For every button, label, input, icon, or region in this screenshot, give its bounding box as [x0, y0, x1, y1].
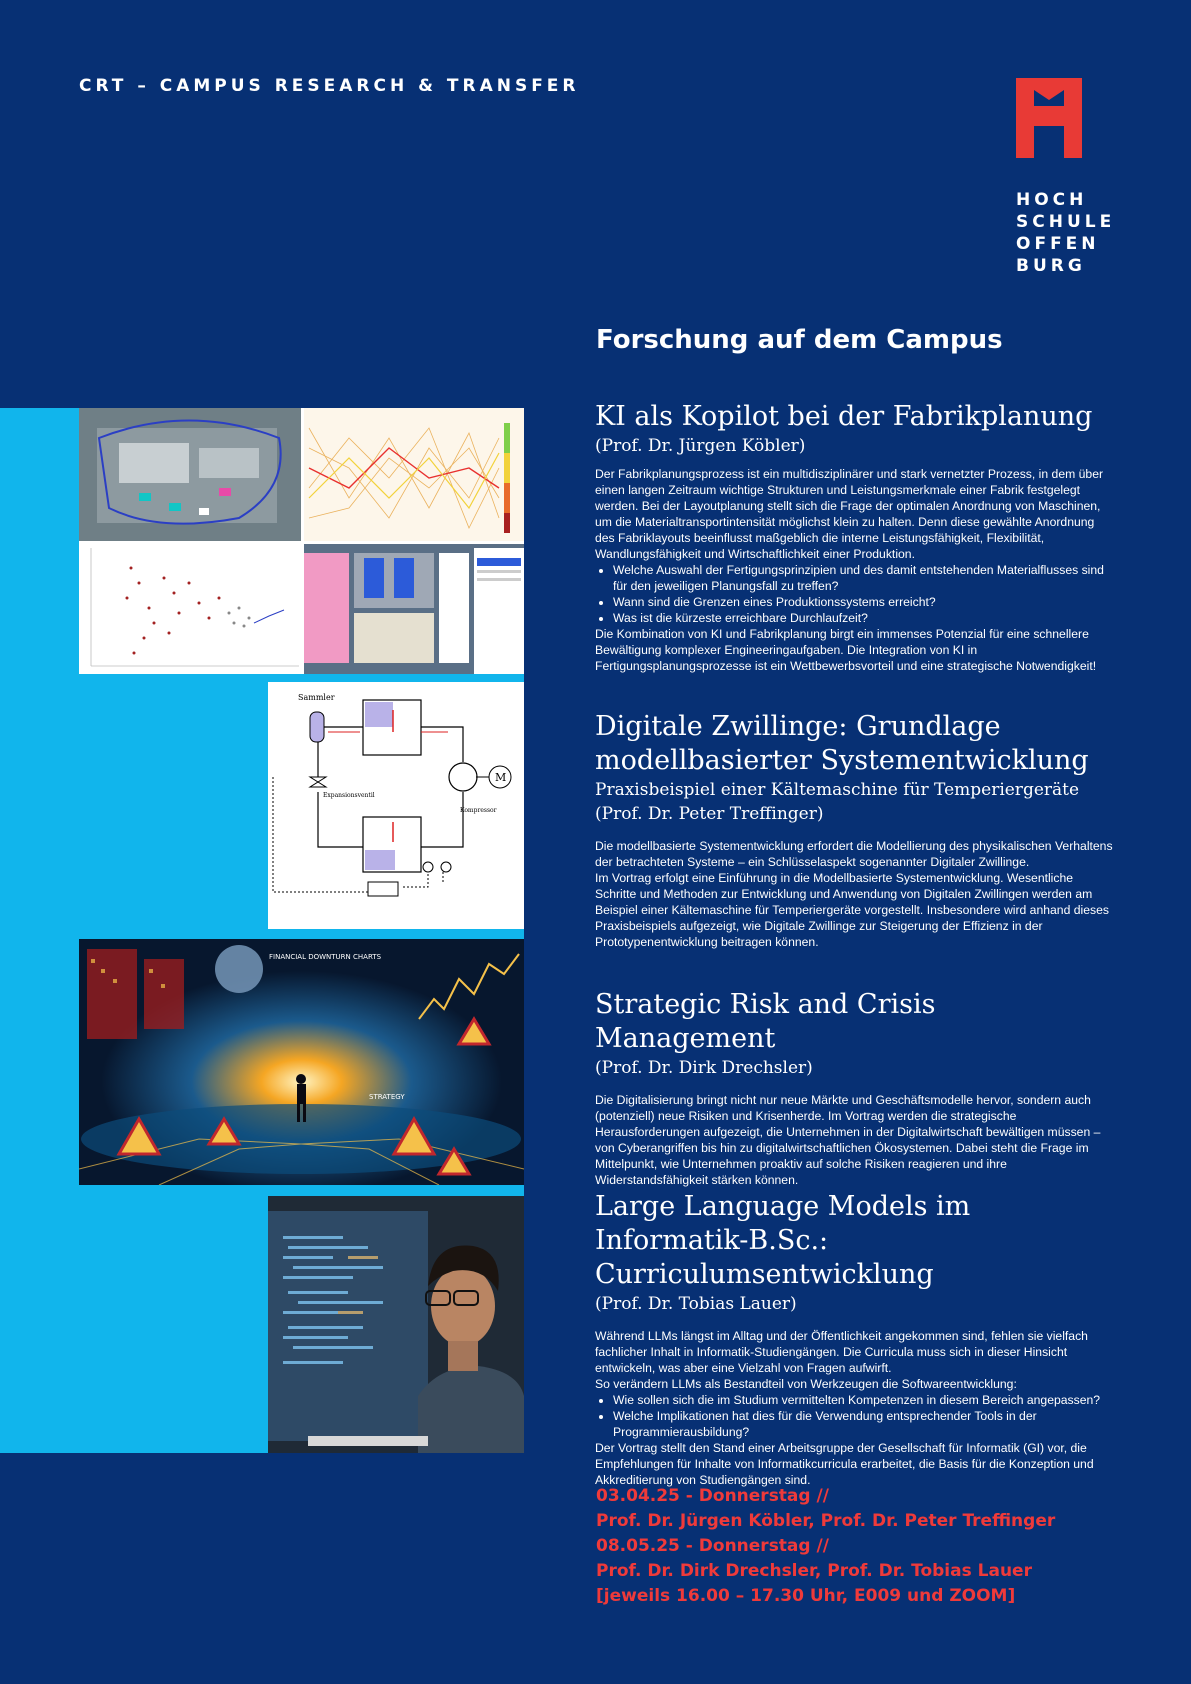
talk-outro: Im Vortrag erfolgt eine Einführung in di…	[595, 871, 1109, 949]
talk-title: Digitale Zwillinge: Grundlage modellbasi…	[595, 711, 1089, 776]
talk-title: Large Language Models im Informatik-B.Sc…	[595, 1191, 971, 1290]
talk-subtitle: Praxisbeispiel einer Kältemaschine für T…	[595, 780, 1080, 800]
date-line-1: 03.04.25 - Donnerstag //	[596, 1486, 829, 1506]
logo-line-2: SCHULE	[1016, 212, 1116, 232]
talk-bullet: Wie sollen sich die im Studium vermittel…	[613, 1392, 1115, 1408]
risk-label-financial: FINANCIAL DOWNTURN CHARTS	[269, 953, 382, 961]
section-heading: Forschung auf dem Campus	[596, 325, 1003, 355]
risk-management-illustration: FINANCIAL DOWNTURN CHARTS STRATEGY	[79, 939, 524, 1185]
talk-title: KI als Kopilot bei der Fabrikplanung	[595, 401, 1093, 432]
talk-bullet: Welche Implikationen hat dies für die Ve…	[613, 1408, 1115, 1440]
talk-outro: Die Kombination von KI und Fabrikplanung…	[595, 627, 1097, 673]
logo-line-1: HOCH	[1016, 190, 1088, 210]
risk-label-strategy: STRATEGY	[369, 1093, 405, 1101]
diagram-label-m: M	[495, 771, 506, 784]
logo-line-3: OFFEN	[1016, 234, 1100, 254]
talk-llm-curriculum: Large Language Models im Informatik-B.Sc…	[595, 1190, 1115, 1488]
header-title: CRT – CAMPUS RESEARCH & TRANSFER	[79, 76, 580, 96]
talk-intro: Die Digitalisierung bringt nicht nur neu…	[595, 1093, 1101, 1187]
talk-intro: Die modellbasierte Systementwicklung erf…	[595, 839, 1113, 869]
talk-bullet: Was ist die kürzeste erreichbare Durchla…	[613, 610, 1115, 626]
talk-bullet: Welche Auswahl der Fertigungsprinzipien …	[613, 562, 1115, 594]
university-logo[interactable]: HOCH SCHULE OFFEN BURG	[1016, 78, 1136, 277]
talk-digitale-zwillinge: Digitale Zwillinge: Grundlage modellbasi…	[595, 710, 1115, 950]
developer-photo	[268, 1196, 524, 1453]
logo-mark-icon	[1016, 78, 1082, 158]
speakers-line-2: Prof. Dr. Dirk Drechsler, Prof. Dr. Tobi…	[596, 1561, 1032, 1581]
talk-ki-fabrikplanung: KI als Kopilot bei der Fabrikplanung (Pr…	[595, 400, 1115, 674]
time-location: [jeweils 16.00 – 17.30 Uhr, E009 und ZOO…	[596, 1586, 1016, 1606]
talk-risk-management: Strategic Risk and Crisis Management (Pr…	[595, 988, 1115, 1188]
talk-speaker: (Prof. Dr. Peter Treffinger)	[595, 804, 824, 824]
date-line-2: 08.05.25 - Donnerstag //	[596, 1536, 829, 1556]
event-dates: 03.04.25 - Donnerstag // Prof. Dr. Jürge…	[596, 1484, 1055, 1609]
speakers-line-1: Prof. Dr. Jürgen Köbler, Prof. Dr. Peter…	[596, 1511, 1056, 1531]
talk-speaker: (Prof. Dr. Jürgen Köbler)	[595, 436, 806, 456]
talk-intro: Während LLMs längst im Alltag und der Öf…	[595, 1329, 1088, 1375]
talk-speaker: (Prof. Dr. Tobias Lauer)	[595, 1294, 797, 1314]
logo-line-4: BURG	[1016, 256, 1086, 276]
talk-speaker: (Prof. Dr. Dirk Drechsler)	[595, 1058, 813, 1078]
talk-title: Strategic Risk and Crisis Management	[595, 989, 936, 1054]
factory-planning-collage	[79, 408, 524, 674]
diagram-label-expansion: Expansionsventil	[323, 792, 375, 799]
diagram-label-compressor: Kompressor	[460, 807, 497, 814]
talk-bullet: Wann sind die Grenzen eines Produktionss…	[613, 594, 1115, 610]
talk-intro-2: So verändern LLMs als Bestandteil von We…	[595, 1377, 1017, 1391]
talk-intro: Der Fabrikplanungsprozess ist ein multid…	[595, 467, 1104, 561]
diagram-label-sammler: Sammler	[298, 693, 335, 702]
refrigeration-diagram: M Sammler Expansionsventil Kompressor	[268, 682, 524, 929]
warning-sign-icon	[116, 1016, 492, 1176]
talk-outro: Der Vortrag stellt den Stand einer Arbei…	[595, 1441, 1094, 1487]
